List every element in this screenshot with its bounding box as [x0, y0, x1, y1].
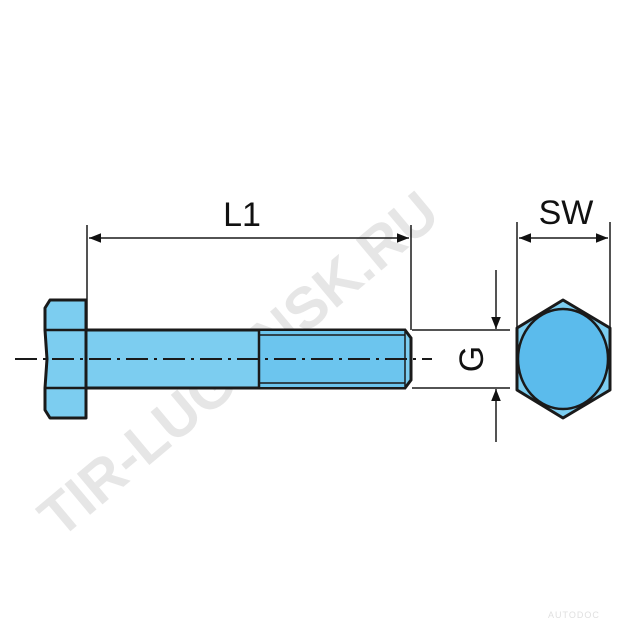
bolt-end-circle	[516, 307, 610, 411]
g-label: G	[453, 346, 491, 372]
sw-label: SW	[539, 194, 594, 232]
corner-mark: AUTODOC	[548, 610, 600, 620]
l1-label: L1	[223, 196, 261, 234]
